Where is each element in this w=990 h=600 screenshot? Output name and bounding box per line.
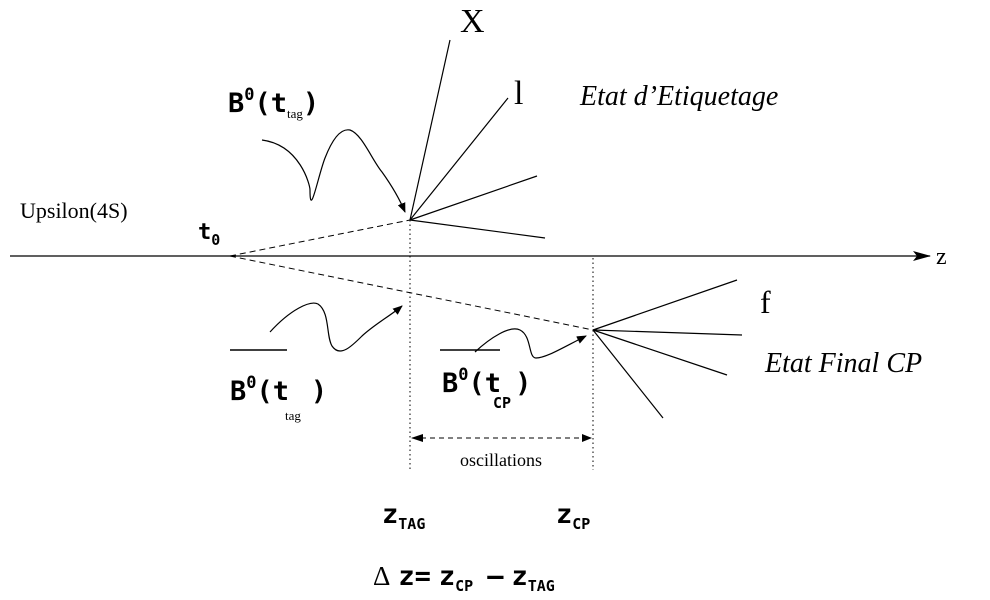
cp-flight-path (229, 255, 594, 331)
b-tag-top-wavy-arrow (261, 129, 406, 213)
z-tag-label: zTAG (382, 499, 425, 533)
b-tag-bottom-wavy-arrow (269, 302, 403, 352)
b-tag-top-label: B0(ttag) (228, 85, 319, 121)
l-particle-label: l (514, 75, 523, 112)
tag-state-label: Etat d’Etiquetage (579, 81, 778, 112)
cp-decay-tracks (592, 279, 743, 419)
f-particle-label: f (760, 284, 771, 320)
oscillations-label: oscillations (460, 450, 542, 470)
x-particle-label: X (460, 3, 485, 40)
t0-label: t0 (198, 220, 220, 249)
b-cp-wavy-arrow (474, 328, 587, 359)
upsilon-label: Upsilon(4S) (20, 198, 128, 223)
final-state-label: Etat Final CP (764, 348, 922, 379)
z-axis-label: z (936, 244, 947, 270)
tag-flight-path (229, 219, 411, 257)
z-cp-label: zCP (556, 499, 590, 533)
tag-decay-tracks (409, 39, 546, 239)
